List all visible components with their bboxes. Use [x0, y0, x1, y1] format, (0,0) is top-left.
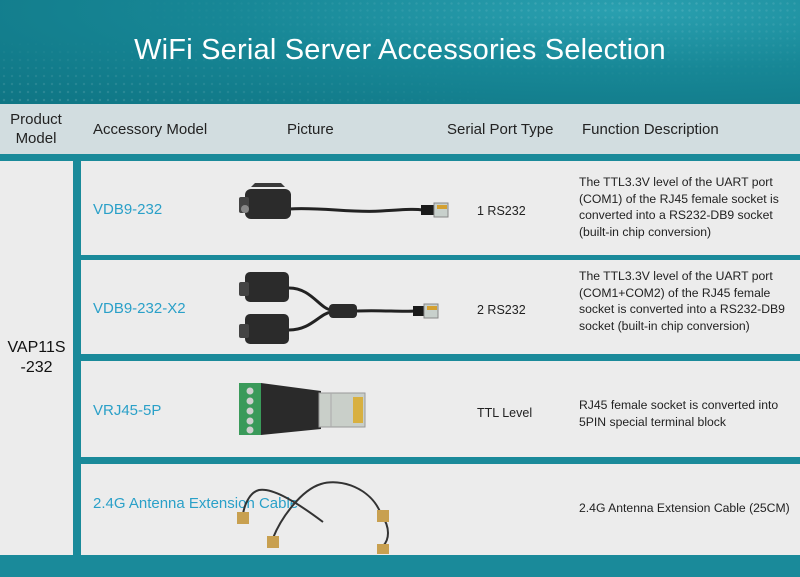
- header-function-description: Function Description: [582, 120, 719, 138]
- function-description: RJ45 female socket is converted into 5PI…: [579, 398, 779, 429]
- accessory-model: VDB9-232: [93, 201, 163, 218]
- accessory-model: 2.4G Antenna Extension Cable: [93, 495, 299, 512]
- serial-port-type: TTL Level: [477, 406, 533, 420]
- title-banner: WiFi Serial Server Accessories Selection: [0, 0, 800, 104]
- row-divider: [81, 255, 800, 260]
- serial-port-type: 2 RS232: [477, 303, 526, 317]
- header-picture: Picture: [287, 120, 334, 138]
- column-divider: [73, 161, 81, 555]
- header-serial-port-type: Serial Port Type: [447, 120, 554, 138]
- product-model-label: VAP11S -232: [7, 339, 66, 376]
- accessory-model: VRJ45-5P: [93, 402, 162, 419]
- header-product-model: Product Model: [10, 111, 62, 147]
- table-row: VRJ45-5P TTL Level RJ45 female socket is…: [81, 361, 800, 457]
- table-header: Product Model Accessory Model Picture Se…: [0, 104, 800, 154]
- function-description: The TTL3.3V level of the UART port (COM1…: [579, 175, 779, 239]
- table-row: VDB9-232 1 RS232 The TTL3.3V level of th…: [81, 161, 800, 255]
- header-accessory-model: Accessory Model: [93, 120, 208, 138]
- terminal-block-adapter-icon: [231, 379, 391, 444]
- header-divider: [0, 154, 800, 161]
- db9-cable-icon: [231, 183, 461, 238]
- function-description: 2.4G Antenna Extension Cable (25CM): [579, 501, 790, 515]
- table-row: 2.4G Antenna Extension Cable 2.4G Antenn…: [81, 464, 800, 555]
- serial-port-type: 1 RS232: [477, 204, 526, 218]
- antenna-cable-icon: [231, 468, 411, 559]
- product-model-cell: VAP11S -232: [0, 161, 73, 555]
- accessory-model: VDB9-232-X2: [93, 300, 186, 317]
- dual-db9-cable-icon: [231, 268, 461, 355]
- row-divider: [81, 354, 800, 361]
- bottom-border: [0, 555, 800, 577]
- row-divider: [81, 457, 800, 464]
- page-title: WiFi Serial Server Accessories Selection: [134, 34, 666, 66]
- table-row: VDB9-232-X2 2 RS232 The TTL3.3V level of…: [81, 260, 800, 354]
- function-description: The TTL3.3V level of the UART port (COM1…: [579, 269, 785, 333]
